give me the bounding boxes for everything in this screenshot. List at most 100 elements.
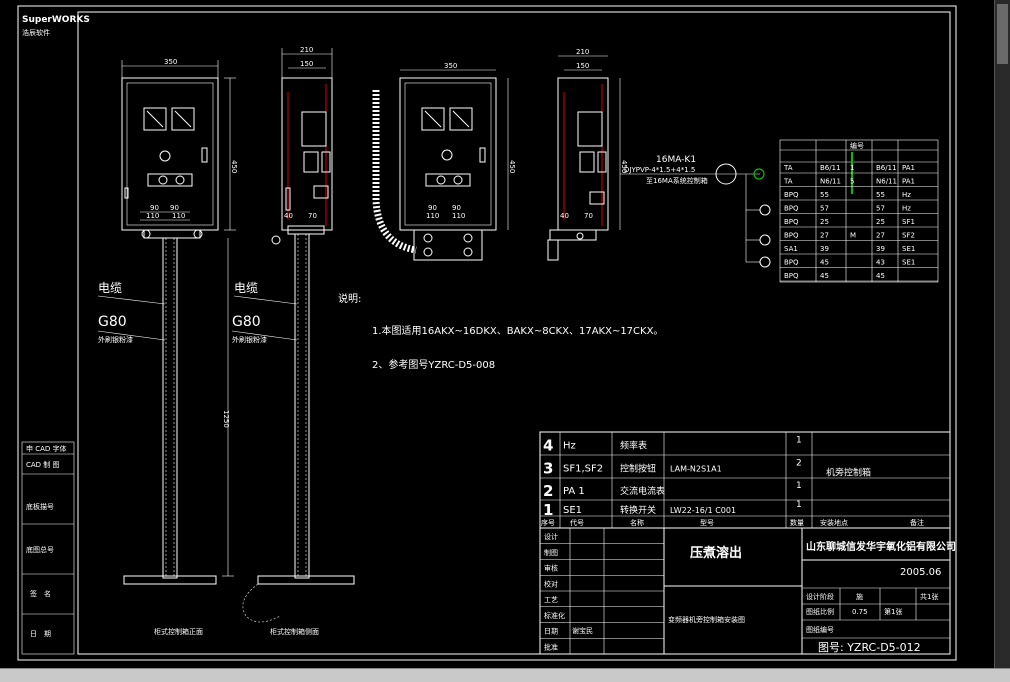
bom-row-code: SE1 — [563, 505, 582, 516]
side-bottom-dim-0: 40 — [284, 212, 293, 220]
front-height-dim: 450 — [230, 160, 238, 173]
front2-small-dim-1: 90 — [452, 204, 461, 212]
sheet-label: 第1张 — [884, 607, 902, 616]
meter-icon — [143, 107, 167, 131]
door-handle-icon — [479, 147, 486, 163]
schematic-cell: 27 — [820, 232, 829, 240]
schematic-cell: TA — [783, 164, 793, 172]
left-panel-item-1: CAD 制 图 — [26, 460, 60, 469]
drawing-canvas[interactable]: SuperWORKS 浩辰软件 申 CAD 字体 CAD 制 图 底板描号 底图… — [0, 0, 994, 668]
bom-row-no: 3 — [543, 460, 553, 478]
title-left-label: 标准化 — [544, 611, 565, 620]
schematic-cell: BPQ — [784, 191, 799, 199]
bom-header-cell: 数量 — [790, 518, 804, 527]
schematic-cell: SE1 — [902, 259, 915, 267]
bom-header-cell: 安装地点 — [820, 518, 848, 527]
breaker-icon — [715, 163, 737, 185]
side2-height-dim: 450 — [620, 160, 628, 173]
bom-row-remark: 机旁控制箱 — [826, 467, 871, 479]
meter-icon — [421, 107, 445, 131]
title-date: 2005.06 — [900, 567, 941, 578]
bom-row-code: PA 1 — [563, 486, 585, 497]
schematic-cell: N6/11 — [820, 178, 841, 186]
schematic-header-col3: 编号 — [850, 141, 864, 150]
left-panel-item-3: 底图总号 — [26, 545, 54, 554]
horizontal-scrollbar[interactable] — [0, 668, 1010, 682]
schematic-cell: 57 — [820, 205, 829, 213]
inner-frame — [77, 11, 951, 655]
support-pole — [162, 237, 178, 579]
schematic-cell: 25 — [820, 218, 829, 226]
front-view-caption: 柜式控制箱正面 — [154, 627, 203, 636]
vertical-scrollbar[interactable] — [994, 0, 1010, 668]
side2-top-dim-1: 150 — [576, 62, 589, 70]
logo-brand: SuperWORKS — [22, 15, 90, 25]
title-left-label: 制图 — [544, 548, 558, 557]
schematic-cell: 39 — [820, 245, 829, 253]
schematic-cell: 5 — [850, 178, 854, 186]
schematic-cell: B6/11 — [876, 164, 897, 172]
bom-header-cell: 序号 — [541, 518, 555, 527]
bom-row-name: 转换开关 — [620, 504, 656, 516]
logo-subtitle: 浩辰软件 — [22, 28, 50, 37]
wall-bracket — [413, 229, 483, 261]
front-small-dim-3: 110 — [172, 212, 185, 220]
switch-knob-icon — [441, 149, 453, 161]
meter-icon — [171, 107, 195, 131]
breaker-label: 16MA-K1 — [656, 155, 696, 165]
stage-label: 图纸比例 — [806, 607, 834, 616]
bom-row-name: 频率表 — [620, 440, 647, 452]
scale-label: 设计阶段 — [806, 592, 834, 601]
schematic-cell: 39 — [876, 245, 885, 253]
side-pipe-label: G80 — [232, 314, 261, 330]
bom-row-qty: 1 — [796, 500, 802, 510]
front-cable-label: 电缆 — [98, 281, 122, 295]
schematic-cell: 45 — [820, 259, 829, 267]
side-base-plate — [257, 575, 355, 585]
front-small-dim-1: 90 — [170, 204, 179, 212]
scale-value: 施 — [856, 592, 863, 601]
bom-row-no: 2 — [543, 482, 553, 500]
schematic-cell: B6/11 — [820, 164, 841, 172]
title-left-label: 工艺 — [544, 596, 558, 604]
bom-header-cell: 备注 — [910, 518, 924, 527]
bom-row-code: Hz — [563, 441, 576, 452]
front2-small-dim-0: 90 — [428, 204, 437, 212]
weight-label: 共1张 — [920, 592, 938, 601]
front-width-dim: 350 — [164, 58, 177, 66]
approver-name: 谢宝民 — [572, 626, 593, 635]
title-left-label: 日期 — [544, 628, 558, 636]
side-cable-label: 电缆 — [234, 281, 258, 295]
bom-row-qty: 2 — [796, 459, 802, 469]
schematic-cell: Hz — [902, 191, 911, 199]
bom-row-name: 交流电流表 — [620, 485, 665, 497]
side2-bottom-dim-1: 70 — [584, 212, 593, 220]
bom-row-no: 4 — [543, 437, 553, 455]
bom-row-name: 控制按钮 — [620, 463, 656, 475]
drawing-title: 变频器机旁控制箱安装图 — [668, 615, 745, 624]
schematic-cell: SF2 — [902, 232, 915, 240]
schematic-cell: N6/11 — [876, 178, 897, 186]
bom-row-qty: 1 — [796, 481, 802, 491]
schematic-cell: 55 — [876, 191, 885, 199]
notes-line-2: 2、参考图号YZRC-D5-008 — [372, 358, 495, 371]
bom-row-model: LW22-16/1 C001 — [670, 506, 736, 515]
side-view-cabinet-2: 210 150 450 40 70 — [547, 48, 628, 261]
title-left-label: 设计 — [544, 532, 558, 541]
side-support-pole — [294, 233, 310, 579]
front-view-cabinet: 350 90 90 110 110 450 — [97, 58, 238, 636]
front2-small-dim-3: 110 — [452, 212, 465, 220]
title-left-label: 校对 — [544, 579, 558, 588]
pole-height-dim: 1250 — [222, 410, 230, 428]
cable-label-2: 至16MA系统控制箱 — [646, 176, 708, 185]
side2-bottom-dim-0: 40 — [560, 212, 569, 220]
schematic-cell: TA — [783, 178, 793, 186]
schematic-cell: 43 — [876, 259, 885, 267]
front2-height-dim: 450 — [508, 160, 516, 173]
side-bottom-dim-1: 70 — [308, 212, 317, 220]
scrollbar-thumb[interactable] — [997, 4, 1008, 64]
